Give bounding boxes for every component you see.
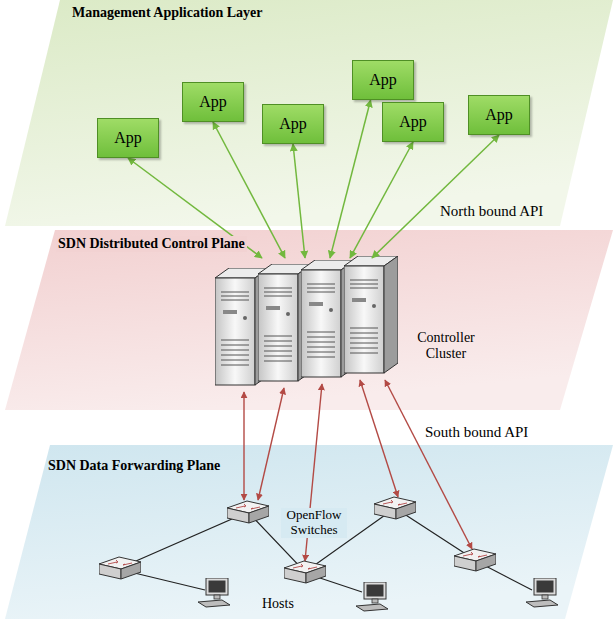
server-icon	[344, 256, 398, 373]
app-box: App	[468, 95, 530, 135]
app-label: App	[399, 113, 427, 131]
api-connector	[372, 135, 499, 258]
app-box: App	[97, 118, 159, 158]
network-links	[120, 508, 532, 592]
app-label: App	[485, 106, 513, 124]
southbound-arrows	[244, 380, 472, 561]
api-connector	[293, 144, 305, 258]
plane-title: SDN Data Forwarding Plane	[48, 458, 220, 474]
switch-icon	[374, 497, 416, 519]
annotation-label: North bound API	[440, 203, 543, 220]
plane-title: Management Application Layer	[72, 5, 263, 21]
annotation-label: Hosts	[262, 596, 294, 612]
cluster-label: Controller Cluster	[410, 330, 482, 362]
plane-fill	[5, 230, 613, 410]
app-label: App	[279, 115, 307, 133]
layer-plane: SDN Distributed Control PlaneController …	[0, 230, 613, 412]
app-label: App	[369, 71, 397, 89]
host-icon	[356, 582, 388, 611]
hosts	[198, 578, 558, 611]
plane-fill	[5, 0, 613, 226]
plane-fill	[5, 445, 613, 619]
plane-shape	[0, 230, 613, 412]
host-icon	[526, 578, 558, 607]
app-box: App	[262, 104, 324, 144]
app-box: App	[182, 82, 244, 122]
openflow-switches	[99, 497, 496, 583]
app-label: App	[199, 93, 227, 111]
app-box: App	[382, 102, 444, 142]
app-box: App	[352, 60, 414, 100]
switch-icon	[227, 501, 269, 523]
switch-icon	[99, 557, 141, 579]
app-label: App	[114, 129, 142, 147]
server-stack	[215, 256, 398, 385]
controller-cluster: Controller Cluster	[215, 258, 482, 388]
host-icon	[198, 578, 230, 607]
switch-icon	[284, 561, 326, 583]
api-connector	[350, 142, 413, 258]
layer-plane: Management Application LayerAppAppAppApp…	[0, 0, 613, 228]
annotation-label: South bound API	[425, 424, 528, 441]
api-connector	[330, 100, 371, 258]
plane-title: SDN Distributed Control Plane	[56, 236, 247, 252]
switch-icon	[454, 549, 496, 571]
annotation-label: OpenFlow Switches	[281, 508, 347, 538]
